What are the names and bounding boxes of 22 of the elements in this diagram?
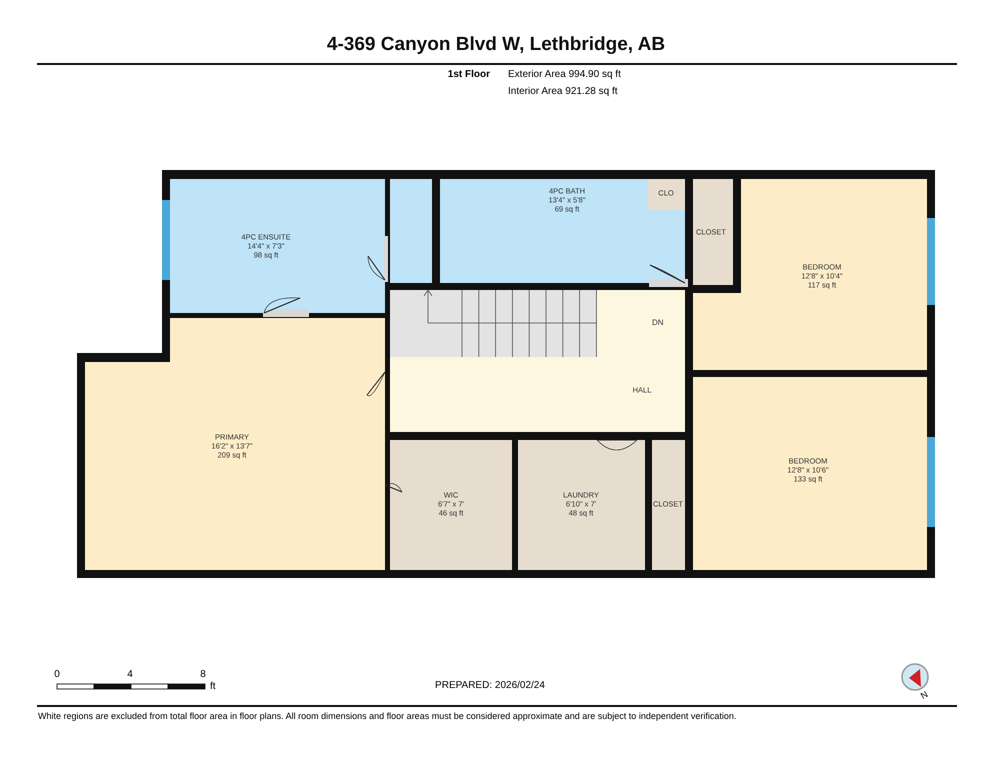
room — [693, 377, 927, 570]
page-title: 4-369 Canyon Blvd W, Lethbridge, AB — [326, 34, 666, 56]
stair-label: DN — [652, 318, 664, 327]
scale-label: 8 — [200, 669, 206, 680]
north-label: N — [918, 689, 930, 701]
room — [693, 179, 733, 285]
scale-unit: ft — [210, 681, 216, 692]
room — [170, 179, 385, 313]
room — [518, 440, 645, 570]
room — [693, 179, 927, 370]
scale-label: 4 — [127, 669, 133, 680]
area-note: Exterior Area 994.90 sq ft — [508, 69, 621, 80]
room — [652, 440, 685, 570]
room — [390, 440, 512, 570]
area-note: Interior Area 921.28 sq ft — [508, 86, 618, 97]
room — [390, 179, 432, 283]
disclaimer-note: White regions are excluded from total floor area in floor plans. All room dimensions and floor areas must be considered approximate and are subject to independent verification. — [38, 711, 736, 721]
room — [440, 179, 685, 283]
scale-label: 0 — [54, 669, 60, 680]
floor-name: 1st Floor — [448, 69, 490, 80]
prepared-date: PREPARED: 2026/02/24 — [435, 680, 545, 691]
room — [85, 318, 385, 570]
